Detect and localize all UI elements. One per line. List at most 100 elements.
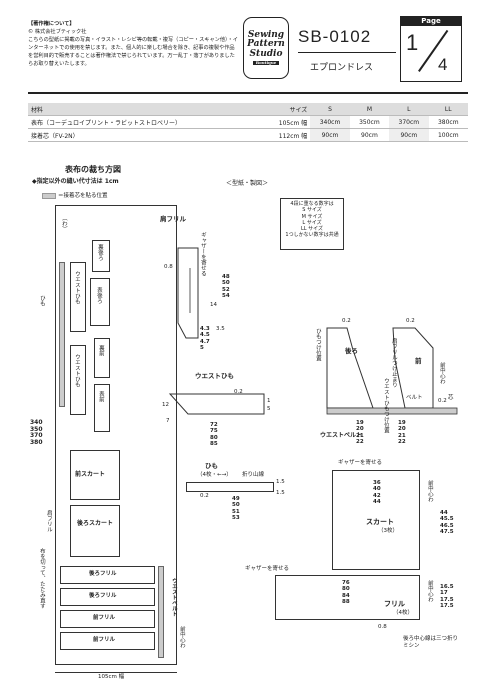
frill-position: 肩フリルつけ止まり (390, 338, 397, 388)
pattern-code: SB-0102 (298, 27, 372, 46)
strap-piece (59, 262, 65, 407)
strap-position: ひもつけ位置 (314, 328, 321, 361)
frill-count: （4枚） (393, 610, 413, 616)
dim-label: 0.2 (438, 398, 447, 404)
dim-label: 1 (267, 398, 271, 404)
skirt-gather: ギャザーを寄せる (338, 460, 383, 466)
width-label: 105cm 幅 (98, 674, 125, 680)
tie-title: ひも (205, 462, 218, 470)
fold-line-label: 折り山線 (242, 472, 265, 478)
skirt-shape (332, 470, 420, 570)
layout-title: 表布の裁ち方図 (65, 165, 121, 174)
interfacing-swatch (42, 193, 56, 199)
piece-label: ひも (38, 295, 45, 306)
cut-note: 布を切って、たたみ直す (38, 548, 45, 609)
size-legend: 4段に重なる数字は S サイズ M サイズ L サイズ LL サイズ 1つしかな… (280, 198, 344, 250)
page-label: Page (400, 16, 462, 26)
tie-count: （4枚・←→） (197, 472, 232, 478)
dim-label: 5 (267, 406, 271, 412)
interfacing-legend: ＝接着芯を貼る位置 (58, 193, 108, 199)
belt-piece (158, 566, 164, 658)
copyright-notice: 【著作権について】 © 株式会社ブティック社 こちらの型紙に掲載の写真・イラスト… (28, 20, 238, 68)
waist-tie-shape (168, 393, 265, 415)
dim-label: 14 (210, 302, 217, 308)
dim-label: 3.5 (216, 326, 225, 332)
shoulder-frill-label: 肩フリル (45, 510, 52, 532)
tie-shape (186, 482, 274, 492)
dim-label: 0.2 (342, 318, 351, 324)
dim-label: 0.2 (200, 493, 209, 499)
skirt-center-front: 前中心わ (426, 480, 433, 502)
frill-shape (275, 575, 420, 620)
notice-owner: © 株式会社ブティック社 (28, 29, 87, 36)
belt-label: ベルト (406, 395, 423, 401)
shoulder-frill-title: 肩フリル (160, 215, 186, 223)
pattern-piece: 前スカート (70, 450, 120, 500)
pattern-piece: 後ろフリル (60, 566, 155, 584)
pattern-piece: 前フリル (60, 632, 155, 650)
dim-label: 0.8 (164, 264, 173, 270)
page-number: 1 (406, 30, 419, 55)
dim-label: 0.2 (234, 389, 243, 395)
notice-body: こちらの型紙に掲載の写真・イラスト・レシピ等の転載・複写（コピー・スキャン他）・… (28, 37, 238, 68)
patterns-title: ＜型紙・製図＞ (226, 180, 269, 187)
pattern-piece: 前フリル (60, 610, 155, 628)
width-arrow (55, 672, 177, 673)
interfacing-label: 芯 (448, 395, 454, 401)
pattern-piece: 裏前 (94, 338, 110, 378)
fold-label: （わ） (60, 215, 67, 232)
back-label: 後ろ (345, 347, 358, 355)
table-row: 接着芯（FV-2N） 112cm 幅 90cm 90cm 90cm 100cm (28, 128, 468, 142)
shoulder-frill-shape (177, 247, 199, 339)
header-divider (298, 52, 396, 54)
waist-tie-title: ウエストひも (195, 372, 234, 380)
pattern-piece: 表後ろ (90, 278, 110, 326)
frill-gather: ギャザーを寄せる (245, 566, 290, 572)
center-front-label: 前中心わ (438, 362, 445, 384)
fabric-outline (55, 205, 177, 665)
pattern-piece: 後ろフリル (60, 588, 155, 606)
notice-title: 【著作権について】 (28, 21, 75, 27)
seam-note: ◆指定以外の縫い代寸法は 1cm (32, 178, 119, 185)
table-row: 表布（コーデュロイプリント・ラビットストロベリー） 105cm 幅 340cm … (28, 115, 468, 129)
front-label: 前 (415, 357, 422, 365)
gather-label: ギャザーを寄せる (199, 232, 206, 276)
waist-belt-label: ウエストベルト (320, 432, 363, 439)
dim-label: 7 (166, 418, 170, 424)
frill-center-front: 前中心わ (426, 580, 433, 602)
header-rule (28, 92, 468, 94)
pattern-piece: 表前 (94, 384, 110, 432)
skirt-count: （3枚） (378, 528, 398, 534)
skirt-label: スカート (366, 518, 394, 526)
belt-note: 前中心わ (178, 626, 185, 648)
pattern-piece: 後ろスカート (70, 505, 120, 557)
pattern-piece: ウエストひも (70, 345, 86, 415)
dim-label: 0.2 (406, 318, 415, 324)
dim-label: 12 (162, 402, 169, 408)
pattern-name: エプロンドレス (310, 63, 374, 73)
dim-label: 0.8 (378, 624, 387, 630)
belt-label: ウエストベルト (170, 578, 177, 617)
dim-label: 1.5 (276, 479, 285, 485)
materials-table: 材料 サイズ S M L LL 表布（コーデュロイプリント・ラビットストロベリー… (28, 103, 468, 142)
page-total: 4 (438, 55, 448, 74)
frill-label: フリル (384, 600, 405, 608)
bodice-shape (326, 327, 458, 415)
pattern-piece: 裏後ろ (92, 240, 110, 272)
dim-label: 1.5 (276, 490, 285, 496)
pattern-piece: ウエストひも (70, 262, 86, 332)
waist-tie-position: ウエストひもつけ位置 (382, 378, 389, 433)
brand-logo: Sewing Pattern Studio Boutique (243, 17, 289, 79)
frill-note: 後ろ中心線は三つ折りミシン (403, 636, 459, 649)
